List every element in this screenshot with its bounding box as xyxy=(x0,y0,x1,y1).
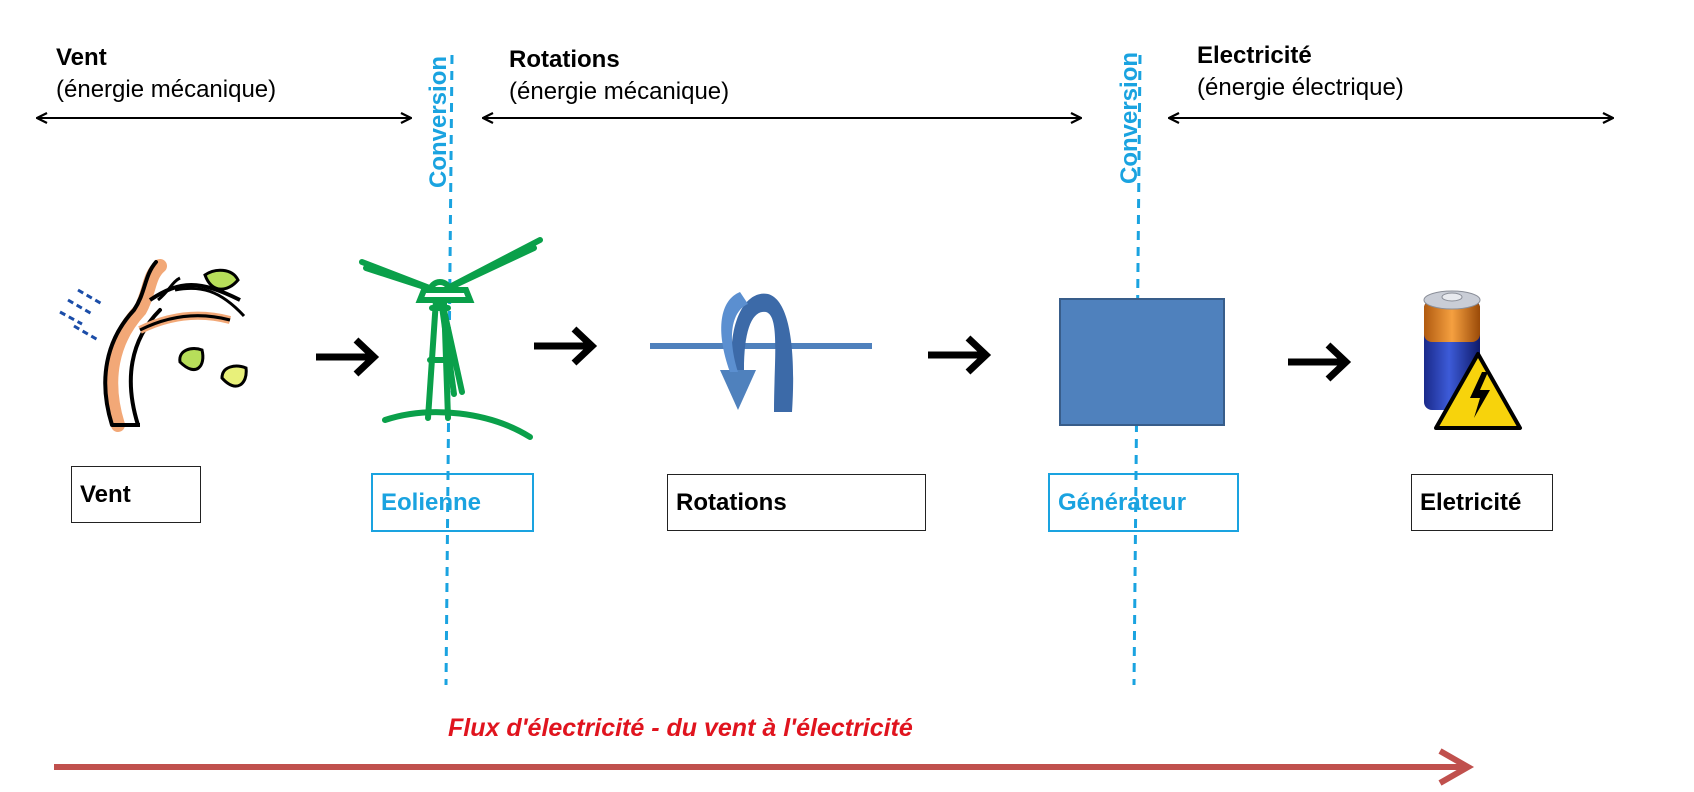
flux-caption: Flux d'électricité - du vent à l'électri… xyxy=(448,714,913,742)
generator-block xyxy=(1059,298,1225,426)
box-rotations: Rotations xyxy=(667,474,926,531)
flow-arrows xyxy=(316,326,1352,382)
wind-turbine-icon xyxy=(359,237,543,440)
box-vent: Vent xyxy=(71,466,201,523)
stage-title-rotations: Rotations xyxy=(509,46,620,73)
flow-arrow-1 xyxy=(316,337,380,377)
stage-title-vent: Vent xyxy=(56,44,107,71)
battery-warning-icon xyxy=(1423,290,1522,430)
flow-arrow-2 xyxy=(534,326,598,366)
flux-arrow xyxy=(54,748,1475,786)
stage-subtitle-electricite: (énergie électrique) xyxy=(1197,74,1404,101)
stage-subtitle-rotations: (énergie mécanique) xyxy=(509,78,730,105)
box-generateur: Générateur xyxy=(1048,473,1239,532)
box-electricite: Eletricité xyxy=(1411,474,1553,531)
conversion-label-2: Conversion xyxy=(1116,51,1143,184)
flow-arrow-4 xyxy=(1288,342,1352,382)
conversion-label-1: Conversion xyxy=(425,55,452,188)
box-eolienne: Eolienne xyxy=(371,473,534,532)
stage-subtitle-vent: (énergie mécanique) xyxy=(56,76,277,103)
flow-arrow-3 xyxy=(928,335,992,375)
rotation-arrow-icon xyxy=(650,292,872,412)
stage-title-electricite: Electricité xyxy=(1197,42,1312,69)
tree-wind-icon xyxy=(59,259,248,432)
